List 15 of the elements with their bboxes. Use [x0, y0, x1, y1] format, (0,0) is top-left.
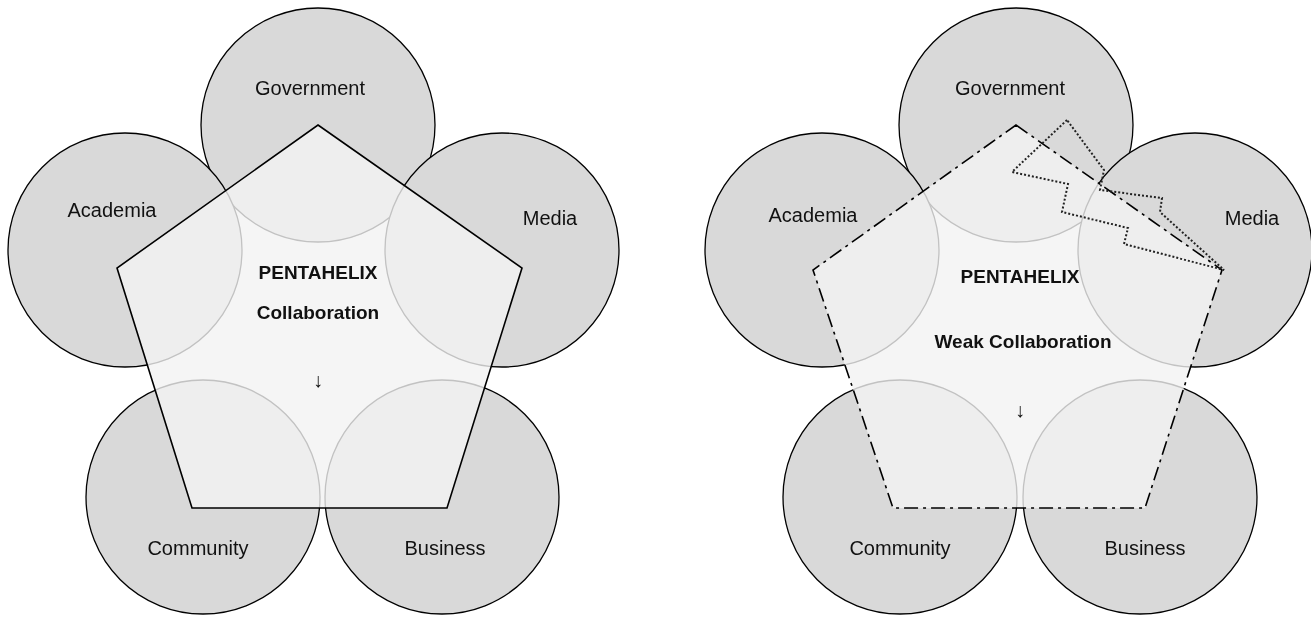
down-arrow-symbol: ↓ — [1015, 398, 1025, 423]
circle-label: Academia — [768, 203, 858, 228]
circle-label: Academia — [67, 198, 157, 223]
circle-label: Community — [849, 536, 951, 561]
circle-label: Media — [1224, 206, 1280, 231]
circle-label: Business — [404, 536, 486, 561]
down-arrow-symbol: ↓ — [313, 368, 323, 393]
heading-text: PENTAHELIX Collaboration — [255, 261, 381, 325]
heading-text: PENTAHELIX — [960, 265, 1080, 289]
heading-text: Weak Collaboration — [934, 330, 1112, 354]
circle-label: Business — [1104, 536, 1186, 561]
circle-label: Media — [522, 206, 578, 231]
circle-label: Government — [254, 76, 366, 101]
circle-label: Community — [147, 536, 249, 561]
circle-label: Government — [954, 76, 1066, 101]
